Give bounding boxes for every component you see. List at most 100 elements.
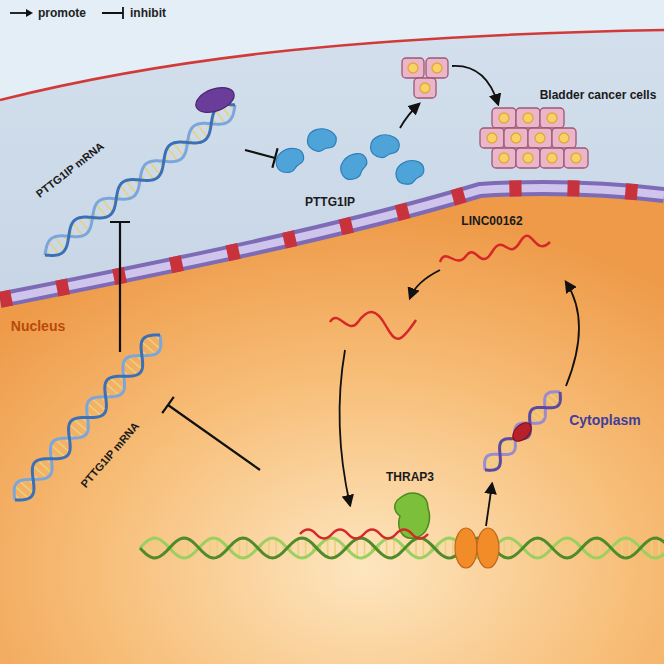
helix-strand	[45, 105, 235, 255]
base-pair	[216, 539, 218, 557]
base-pair	[102, 199, 112, 212]
protein-blob	[369, 132, 401, 160]
promote-arrow	[452, 66, 498, 104]
promote-arrow	[410, 270, 440, 298]
lncrna-strand	[300, 530, 428, 539]
base-pair	[452, 539, 454, 557]
base-pair	[49, 241, 59, 254]
cytoplasm-region	[0, 30, 664, 664]
base-pair	[275, 539, 277, 557]
helix-strand	[140, 538, 664, 558]
cancer-cell	[492, 148, 516, 168]
base-pair	[239, 539, 241, 557]
base-pair	[150, 162, 160, 175]
protein-blob	[305, 125, 338, 155]
cell-body	[414, 78, 436, 98]
arrow-sample	[10, 12, 28, 14]
base-pair	[570, 539, 572, 557]
helix-strand	[485, 392, 560, 470]
cancer-cell	[564, 148, 588, 168]
helix-strand	[45, 105, 235, 256]
cell-body	[528, 128, 552, 148]
cell-body	[480, 128, 504, 148]
helix-strand	[15, 335, 160, 500]
base-pair	[173, 143, 183, 156]
base-pair	[180, 539, 182, 557]
legend: promote inhibit	[8, 6, 166, 20]
protein-blob	[336, 150, 371, 183]
cell-body	[504, 128, 528, 148]
base-pair	[415, 539, 417, 557]
cell-nucleus	[432, 63, 442, 73]
cell-nucleus	[499, 113, 509, 123]
cancer-cell	[504, 128, 528, 148]
base-pair	[268, 539, 270, 557]
lncrna-strand	[440, 236, 550, 262]
base-pair	[504, 440, 515, 450]
base-pair	[158, 539, 160, 557]
base-pair	[489, 455, 500, 465]
base-pair	[187, 539, 189, 557]
base-pair	[533, 539, 535, 557]
cell-nucleus	[511, 133, 521, 143]
lncrna-strand	[330, 312, 416, 339]
base-pair	[246, 539, 248, 557]
legend-text: inhibit	[130, 6, 166, 20]
promote-arrow	[400, 104, 419, 128]
inhibit-bar	[110, 222, 130, 352]
polymerase-subunit	[455, 528, 477, 568]
cell-nucleus	[420, 83, 430, 93]
cell-body	[540, 148, 564, 168]
base-pair	[197, 124, 207, 137]
cancer-cell	[480, 128, 504, 148]
cell-body	[426, 58, 448, 78]
cancer-cell	[516, 148, 540, 168]
base-pair	[511, 539, 513, 557]
compartment-label: Cytoplasm	[569, 412, 641, 428]
protein-label: PTTG1IP	[305, 196, 355, 210]
base-pair	[651, 539, 653, 557]
ribosome-blob	[192, 83, 237, 117]
protein-blob	[395, 160, 425, 186]
cell-label: Bladder cancer cells	[540, 89, 657, 103]
cancer-cell	[540, 148, 564, 168]
helix-strand	[485, 392, 560, 470]
nucleus-region	[0, 188, 664, 664]
cell-group	[402, 58, 588, 168]
helix-strand	[14, 335, 161, 500]
transcription-enzyme	[509, 419, 534, 444]
inhibit-bar	[245, 148, 278, 167]
protein-blob	[274, 147, 306, 175]
base-pair	[78, 218, 88, 231]
legend-text: promote	[38, 6, 86, 20]
cancer-cell	[552, 128, 576, 148]
cell-nucleus	[559, 133, 569, 143]
legend-sample	[100, 6, 126, 20]
legend-item: inhibit	[100, 6, 166, 20]
nuclear-envelope-inner	[0, 188, 664, 300]
cell-body	[492, 108, 516, 128]
base-pair	[423, 539, 425, 557]
cell-nucleus	[523, 153, 533, 163]
compartment-label: Nucleus	[11, 318, 65, 334]
base-pair	[540, 539, 542, 557]
base-pair	[549, 393, 560, 403]
base-pair	[364, 539, 366, 557]
promote-arrow	[566, 282, 579, 386]
legend-sample	[8, 6, 34, 20]
promote-arrow	[486, 484, 492, 526]
cell-body	[540, 108, 564, 128]
base-pair	[386, 539, 388, 557]
nuclear-envelope	[0, 188, 664, 300]
cell-body	[402, 58, 424, 78]
base-pair	[334, 539, 336, 557]
base-pair	[209, 539, 211, 557]
protein-label: THRAP3	[386, 471, 434, 485]
base-pair	[621, 539, 623, 557]
dna-helix	[485, 392, 561, 470]
cell-nucleus	[499, 153, 509, 163]
cell-nucleus	[571, 153, 581, 163]
polymerase-subunit	[477, 528, 499, 568]
cell-nucleus	[523, 113, 533, 123]
